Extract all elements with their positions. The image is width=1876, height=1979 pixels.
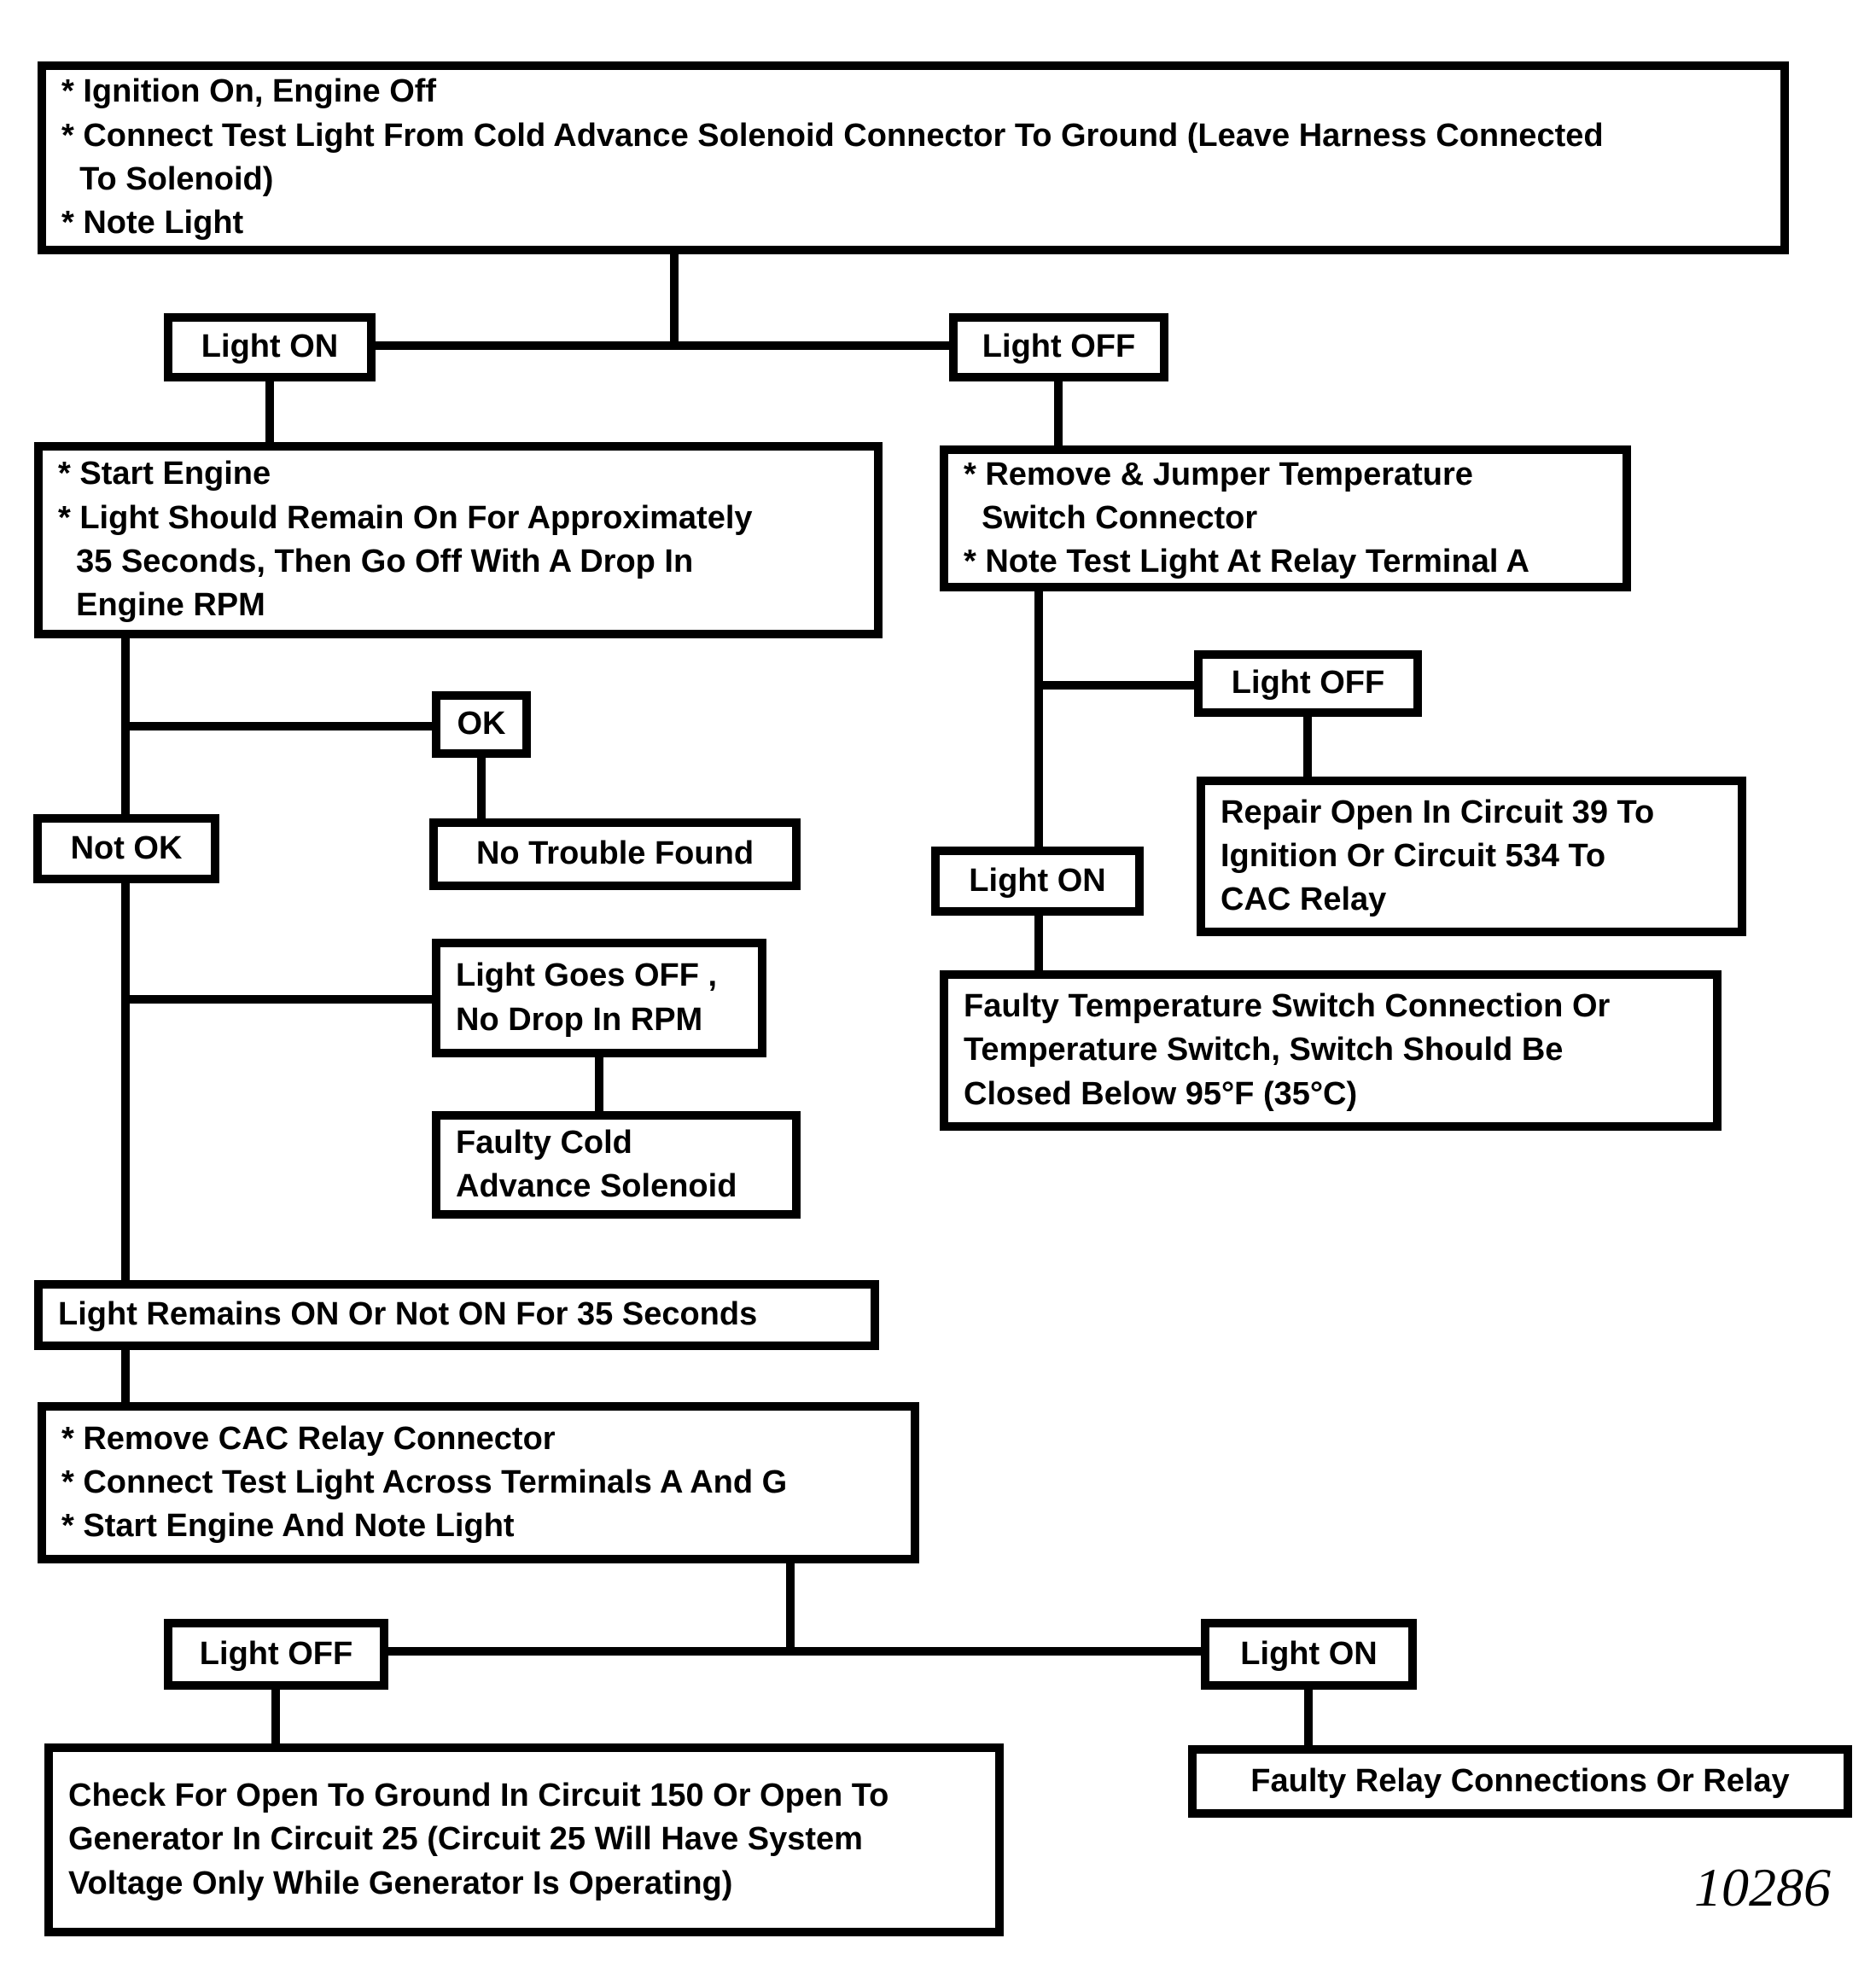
not-ok-box: Not OK xyxy=(33,814,219,883)
connector-repair-stem xyxy=(1303,717,1312,779)
connector-faulty-relay-stem xyxy=(1304,1690,1313,1745)
light-off-top-box: Light OFF xyxy=(949,313,1168,381)
light-off-mid-box: Light OFF xyxy=(1194,650,1422,717)
connector-faulty-cold-stem xyxy=(595,1057,603,1114)
light-on-mid-box: Light ON xyxy=(931,847,1144,916)
start-box: * Ignition On, Engine Off * Connect Test… xyxy=(38,61,1789,254)
ok-box: OK xyxy=(432,691,531,758)
connector-bottom-branch xyxy=(388,1647,1201,1656)
connector-check-open-stem xyxy=(271,1690,280,1743)
connector-light-off-mid-branch xyxy=(1034,681,1194,690)
faulty-relay-box: Faulty Relay Connections Or Relay xyxy=(1188,1745,1852,1818)
start-engine-box: * Start Engine * Light Should Remain On … xyxy=(34,442,883,638)
connector-ok-branch xyxy=(121,722,432,730)
repair-open-box: Repair Open In Circuit 39 To Ignition Or… xyxy=(1197,777,1746,936)
light-off-bottom-box: Light OFF xyxy=(164,1619,388,1690)
connector-right-main xyxy=(1034,591,1043,973)
light-on-top-box: Light ON xyxy=(164,313,376,381)
remove-cac-box: * Remove CAC Relay Connector * Connect T… xyxy=(38,1402,919,1563)
light-remains-box: Light Remains ON Or Not ON For 35 Second… xyxy=(34,1280,879,1350)
figure-number-label: 10286 xyxy=(1694,1857,1831,1918)
connector-light-goes-off-branch xyxy=(121,995,432,1004)
faulty-temp-switch-box: Faulty Temperature Switch Connection Or … xyxy=(940,970,1722,1131)
faulty-cold-advance-box: Faulty Cold Advance Solenoid xyxy=(432,1111,801,1219)
connector-top-branch xyxy=(376,341,949,350)
remove-jumper-box: * Remove & Jumper Temperature Switch Con… xyxy=(940,445,1631,591)
light-goes-off-box: Light Goes OFF , No Drop In RPM xyxy=(432,939,766,1057)
connector-light-on-top-stem xyxy=(265,381,274,445)
connector-light-off-top-stem xyxy=(1054,381,1063,448)
light-on-bottom-box: Light ON xyxy=(1201,1619,1417,1690)
connector-light-remains-stem xyxy=(121,1350,130,1405)
connector-ok-stem xyxy=(477,758,486,821)
no-trouble-found-box: No Trouble Found xyxy=(429,818,801,890)
connector-left-main xyxy=(121,638,130,1283)
connector-remove-cac-stem xyxy=(786,1563,795,1656)
connector-start-stem xyxy=(670,254,679,350)
check-open-box: Check For Open To Ground In Circuit 150 … xyxy=(44,1743,1004,1936)
